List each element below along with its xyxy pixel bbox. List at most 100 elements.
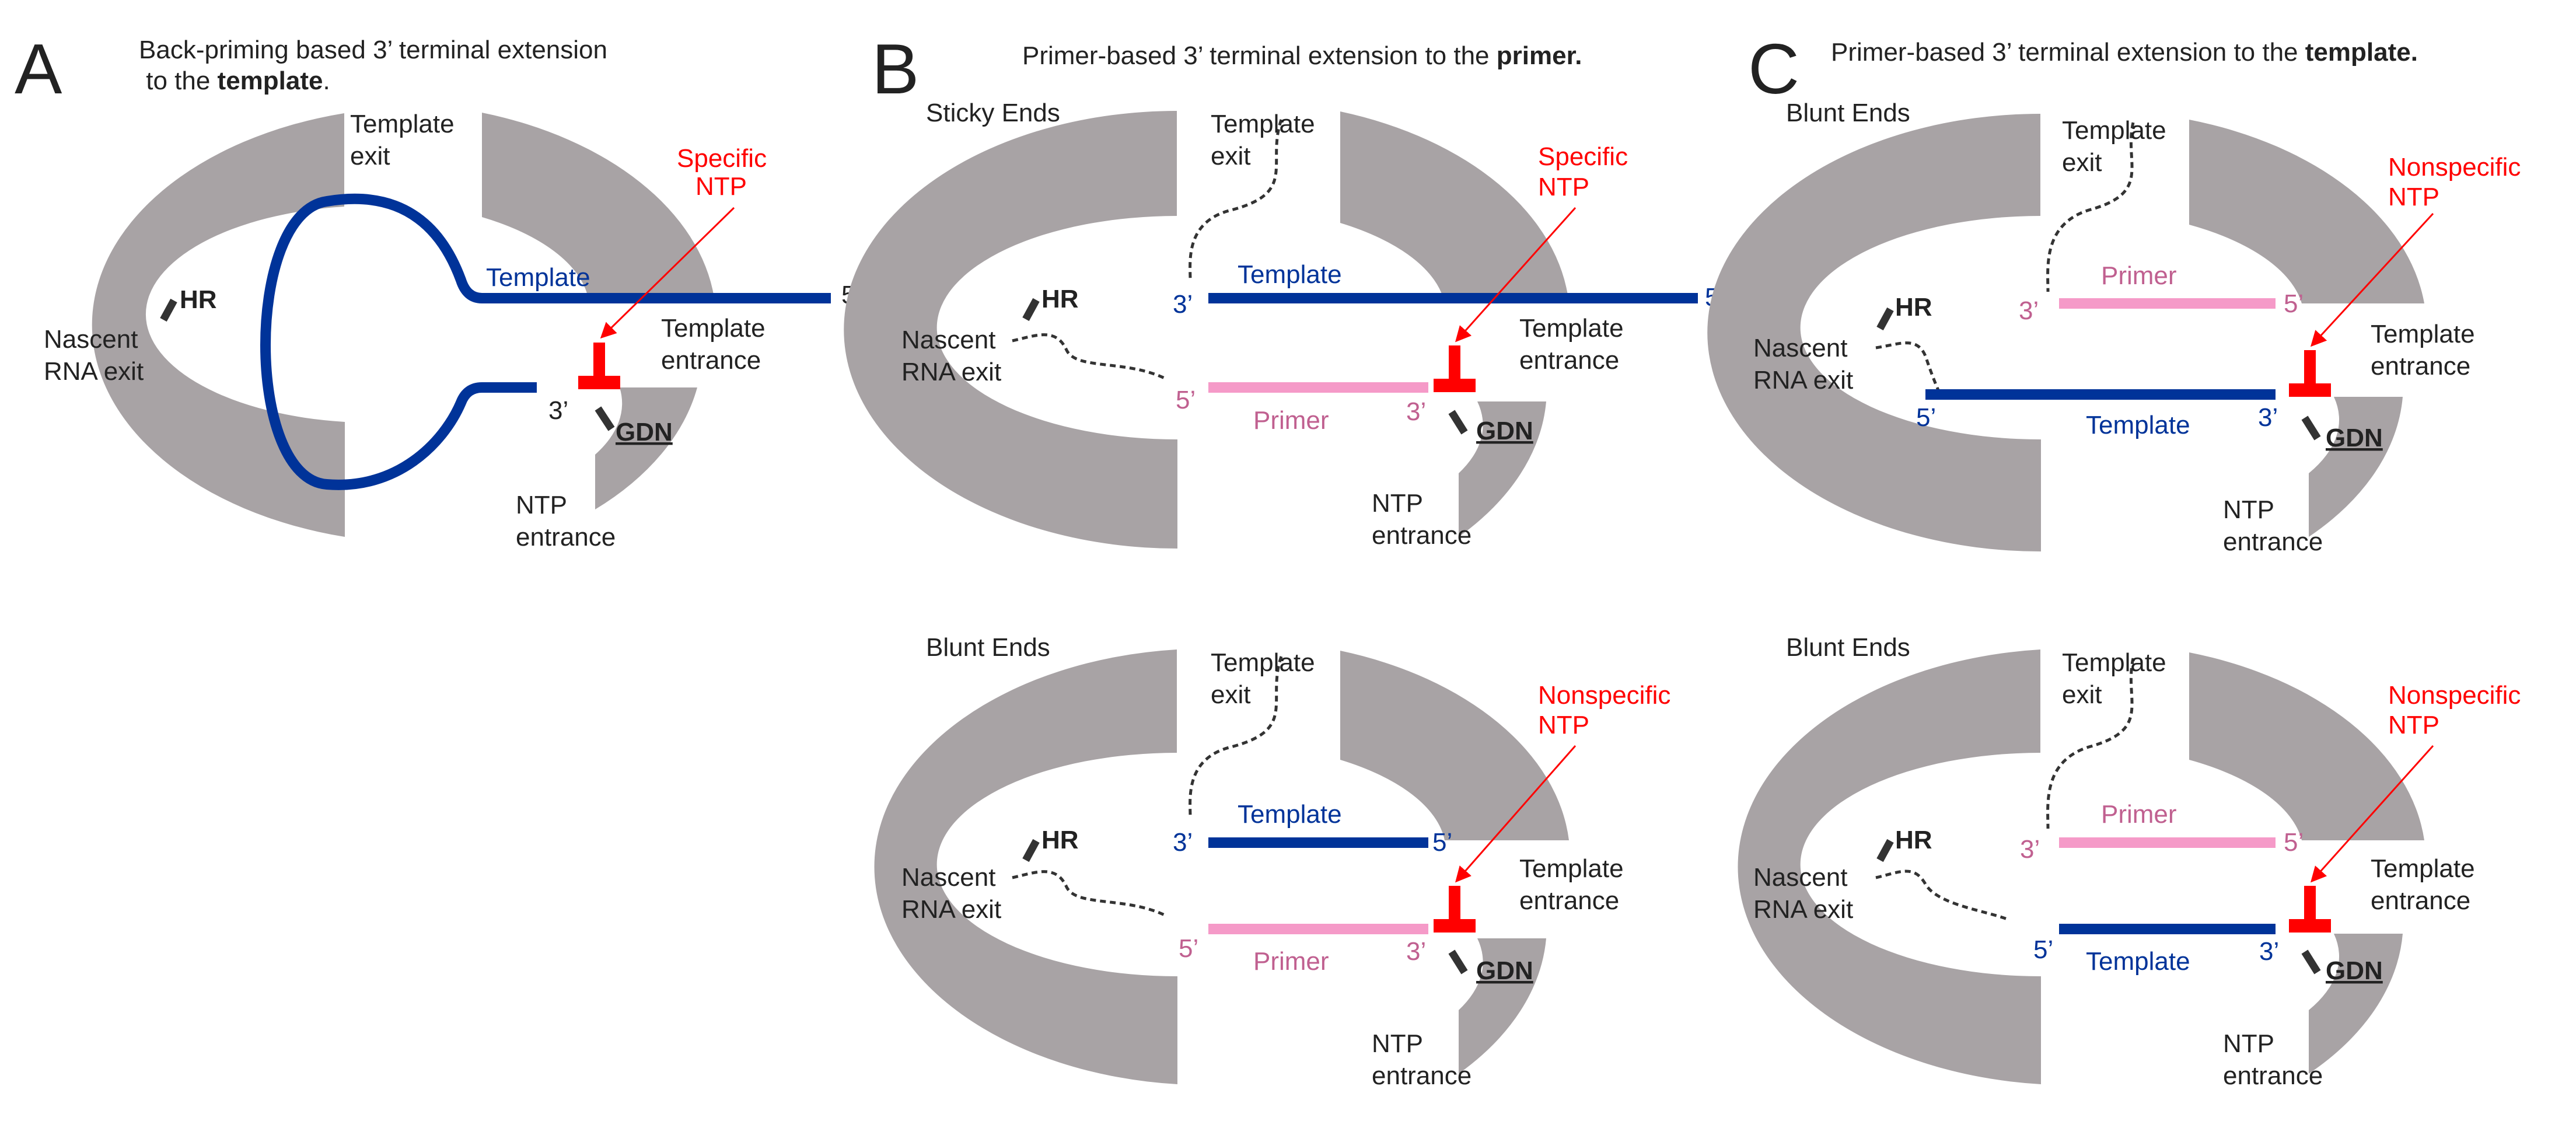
five-prime-template: 5’ — [1432, 828, 1452, 857]
three-prime-primer: 3’ — [2020, 835, 2040, 864]
gdn-label: GDN — [2326, 956, 2383, 985]
ntp-entrance-line2: entrance — [1372, 1061, 1471, 1090]
ntp-stem — [1449, 886, 1460, 924]
ring-left-segment — [844, 111, 1177, 549]
nascent-rna-exit-line2: RNA exit — [1753, 366, 1853, 394]
template-entrance-line1: Template — [1519, 314, 1624, 343]
nascent-rna-dashed-path — [1875, 869, 2008, 921]
panel-c-diagram-bottom: Blunt Ends Primer 3’ 5’ Template 5’ 3’ N… — [1738, 633, 2521, 1090]
ntp-label-line2: NTP — [2388, 183, 2439, 211]
three-prime-primer: 3’ — [2019, 296, 2039, 325]
gdn-motif-mark — [2301, 415, 2321, 441]
five-prime-primer: 5’ — [1176, 386, 1196, 414]
template-entrance-line1: Template — [661, 314, 766, 343]
ntp-label-line1: Nonspecific — [2388, 153, 2521, 181]
hr-motif-mark — [1876, 839, 1894, 862]
ntp-stem — [593, 343, 605, 381]
panel-b-diagram-bottom: Blunt Ends Template 3’ 5’ Primer 5’ 3’ N… — [874, 633, 1670, 1090]
ring-lower-right-segment — [1459, 401, 1546, 537]
ntp-base — [578, 376, 620, 389]
three-prime-primer: 3’ — [1406, 937, 1426, 966]
ring-lower-right-segment — [595, 387, 697, 509]
hr-motif-mark — [1022, 839, 1040, 862]
template-entrance-line2: entrance — [661, 346, 761, 375]
panel-letter-a: A — [15, 29, 62, 109]
ntp-label-line1: Nonspecific — [1538, 681, 1670, 710]
template-label: Template — [2086, 947, 2190, 976]
template-exit-dashed-path — [1189, 119, 1283, 281]
primer-label: Primer — [1253, 406, 1329, 435]
hr-label: HR — [1041, 285, 1079, 313]
ntp-base — [1434, 919, 1476, 933]
gdn-motif-mark — [1448, 410, 1468, 435]
template-exit-dashed-path — [1189, 656, 1283, 818]
hr-label: HR — [180, 285, 217, 314]
ends-label: Sticky Ends — [926, 99, 1060, 127]
nascent-rna-exit-line1: Nascent — [1753, 334, 1847, 362]
nascent-rna-exit-line2: RNA exit — [44, 357, 144, 386]
template-exit-line2: exit — [2062, 148, 2102, 177]
template-exit-line1: Template — [350, 110, 455, 138]
nascent-rna-exit-line2: RNA exit — [901, 895, 1001, 924]
three-prime-template: 3’ — [1173, 290, 1193, 319]
ring-upper-right-segment — [1340, 651, 1569, 840]
five-prime-primer: 5’ — [2284, 828, 2304, 857]
gdn-motif-mark — [595, 406, 615, 431]
panel-a-title-bold: template — [218, 67, 323, 95]
template-entrance-line1: Template — [2371, 320, 2475, 348]
nascent-rna-exit-line1: Nascent — [901, 863, 995, 892]
panel-b-title: Primer-based 3’ terminal extension to th… — [1022, 41, 1582, 70]
ntp-entrance-line1: NTP — [516, 491, 567, 519]
nascent-rna-exit-line2: RNA exit — [901, 358, 1001, 386]
gdn-label: GDN — [1476, 956, 1533, 985]
panel-c-title-pre: Primer-based 3’ terminal extension to th… — [1831, 38, 2305, 67]
ends-label: Blunt Ends — [926, 633, 1050, 662]
template-exit-line2: exit — [2062, 680, 2102, 709]
five-prime-primer: 5’ — [1179, 934, 1198, 963]
nascent-rna-dashed-path — [1012, 870, 1168, 918]
primer-label: Primer — [1253, 947, 1329, 976]
template-strand-loop — [260, 193, 831, 490]
gdn-label: GDN — [1476, 417, 1533, 445]
ring-lower-right-segment — [2309, 397, 2403, 537]
five-prime-template: 5’ — [1916, 403, 1936, 432]
ntp-label-line2: NTP — [1538, 711, 1589, 739]
nascent-rna-exit-line1: Nascent — [901, 326, 995, 354]
hr-label: HR — [1895, 826, 1932, 854]
nascent-rna-exit-line1: Nascent — [1753, 863, 1847, 892]
hr-label: HR — [1041, 826, 1079, 854]
panel-a-title-pre: to the — [139, 67, 218, 95]
ring-upper-right-segment — [2189, 652, 2424, 840]
ring-lower-right-segment — [1459, 938, 1546, 1074]
panel-c-title: Primer-based 3’ terminal extension to th… — [1831, 38, 2418, 67]
ntp-label-line2: NTP — [1538, 173, 1589, 201]
ntp-label-line2: NTP — [2388, 711, 2439, 739]
template-exit-dashed-path — [2046, 122, 2135, 292]
nascent-rna-exit-line1: Nascent — [44, 325, 138, 354]
template-label: Template — [1238, 260, 1342, 289]
ntp-entrance-line2: entrance — [516, 523, 616, 551]
panel-c-title-bold: template. — [2305, 38, 2418, 67]
five-prime-template: 5’ — [2033, 935, 2053, 964]
ring-left-segment — [874, 649, 1177, 1084]
template-exit-line2: exit — [350, 142, 390, 170]
hr-motif-mark — [160, 298, 177, 322]
ends-label: Blunt Ends — [1786, 99, 1910, 127]
panel-c: C Primer-based 3’ terminal extension to … — [1707, 29, 2521, 1090]
ring-upper-right-segment — [482, 113, 714, 298]
ntp-arrow — [2310, 212, 2434, 347]
template-label: Template — [2086, 411, 2190, 439]
three-prime-template: 3’ — [2258, 403, 2278, 432]
panel-a-title-line2: to the template. — [139, 67, 330, 95]
panel-b-title-bold: primer. — [1497, 41, 1582, 70]
ends-label: Blunt Ends — [1786, 633, 1910, 662]
three-prime-primer: 3’ — [1406, 397, 1426, 426]
primer-label: Primer — [2101, 800, 2177, 829]
template-exit-line1: Template — [1211, 648, 1315, 677]
ntp-arrow — [1455, 207, 1577, 343]
three-prime-template: 3’ — [2259, 937, 2279, 966]
template-entrance-line1: Template — [1519, 854, 1624, 883]
template-entrance-line1: Template — [2371, 854, 2475, 883]
template-exit-line1: Template — [2062, 116, 2166, 145]
